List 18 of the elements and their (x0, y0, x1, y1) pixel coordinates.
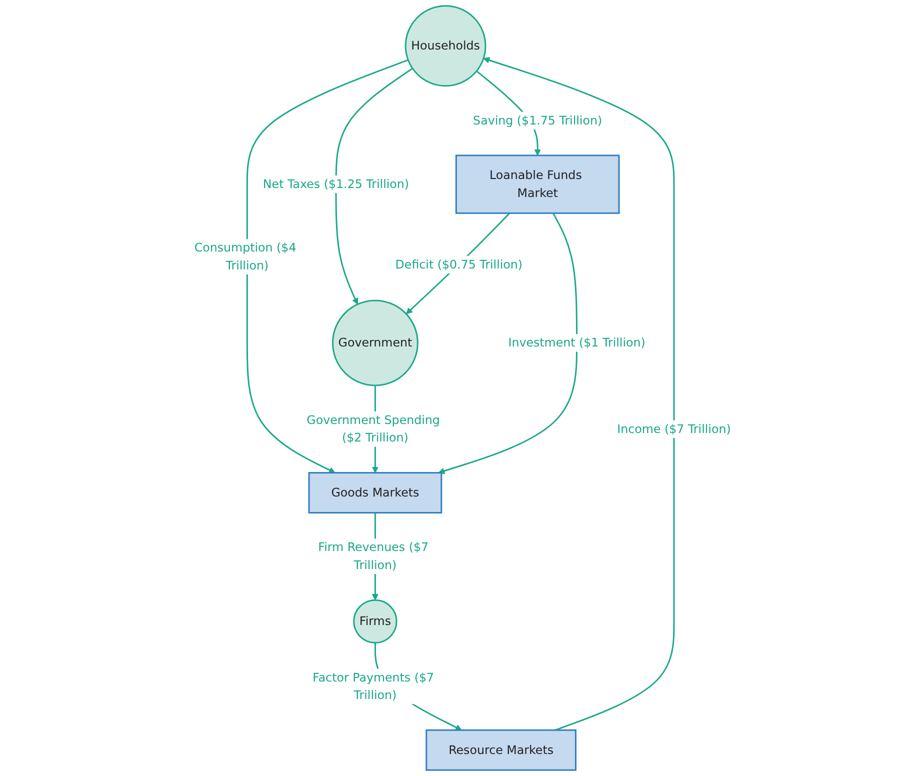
edge-label: Net Taxes ($1.25 Trillion) (262, 176, 410, 191)
node-circle: Government (332, 300, 418, 386)
node-box: Goods Markets (308, 472, 442, 514)
node-box: Resource Markets (426, 729, 576, 771)
arrow (438, 212, 578, 474)
node-box: Loanable Funds Market (455, 154, 620, 214)
edge-label: Factor Payments ($7 Trillion) (312, 670, 434, 702)
arrow (335, 68, 413, 305)
edge-label: Deficit ($0.75 Trillion) (395, 257, 523, 272)
edge-label: Investment ($1 Trillion) (508, 336, 646, 350)
edge-label: Government Spending ($2 Trillion) (306, 412, 440, 445)
edge-label: Firm Revenues ($7 Trillion) (318, 540, 429, 572)
node-circle: Households (404, 5, 486, 87)
edge-label: Saving ($1.75 Trillion) (473, 113, 602, 128)
edge-label: Consumption ($4 Trillion) (194, 240, 296, 272)
edge-label: Income ($7 Trillion) (617, 422, 731, 436)
arrow (483, 57, 675, 731)
node-circle: Firms (353, 599, 398, 644)
